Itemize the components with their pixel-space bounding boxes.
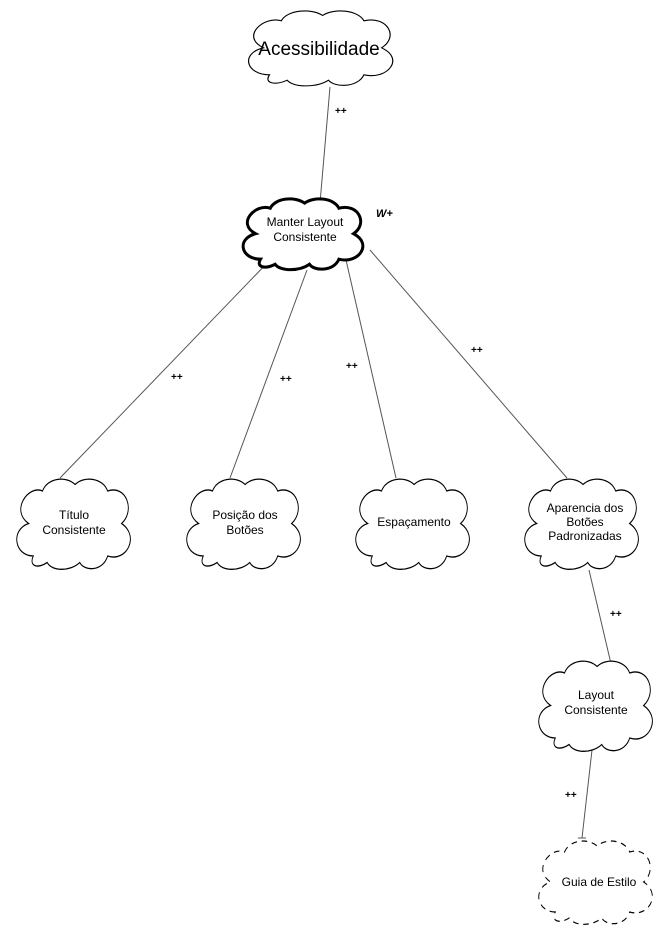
- node-layout-line1: Layout: [578, 688, 615, 702]
- node-manter-layout[interactable]: Manter Layout Consistente: [241, 197, 365, 272]
- node-aparencia-line1: Aparencia dos: [547, 501, 624, 515]
- node-manter-line2: Consistente: [273, 230, 337, 244]
- node-acessibilidade-text: Acessibilidade: [258, 39, 379, 60]
- node-manter-line1: Manter Layout: [267, 215, 344, 229]
- node-posicao[interactable]: Posição dos Botões: [186, 478, 302, 570]
- node-espacamento[interactable]: Espaçamento: [355, 478, 471, 570]
- edge-label-e2: ++: [171, 372, 183, 383]
- edge-label-e4: ++: [346, 361, 358, 372]
- node-espacamento-text: Espaçamento: [377, 515, 451, 529]
- edge-manter-espacamento: [345, 259, 397, 479]
- edge-label-e6: ++: [610, 609, 622, 620]
- node-layout[interactable]: Layout Consistente: [538, 660, 654, 752]
- node-guia[interactable]: Guia de Estilo: [538, 840, 653, 925]
- edge-manter-posicao: [229, 269, 308, 479]
- node-posicao-line1: Posição dos: [212, 508, 277, 522]
- node-aparencia-line3: Padronizadas: [548, 529, 621, 543]
- node-titulo[interactable]: Título Consistente: [16, 478, 132, 570]
- edge-manter-titulo: [59, 259, 271, 479]
- edge-label-e1: ++: [335, 106, 347, 117]
- node-posicao-line2: Botões: [226, 523, 263, 537]
- node-guia-text: Guia de Estilo: [562, 875, 637, 889]
- edge-acess-manter: [319, 86, 331, 204]
- edge-layout-guia: [581, 749, 593, 839]
- edge-label-e3: ++: [280, 374, 292, 385]
- node-titulo-line2: Consistente: [42, 523, 106, 537]
- edge-aparencia-layout: [588, 569, 613, 669]
- node-aparencia[interactable]: Aparencia dos Botões Padronizadas: [524, 478, 640, 570]
- node-aparencia-line2: Botões: [566, 515, 603, 529]
- edge-label-e5: ++: [471, 345, 483, 356]
- edge-manter-aparencia: [369, 249, 568, 479]
- node-acessibilidade[interactable]: Acessibilidade: [247, 10, 394, 87]
- contribution-wplus: W+: [376, 208, 393, 220]
- node-layout-line2: Consistente: [564, 703, 628, 717]
- edge-label-e7: ++: [565, 790, 577, 801]
- node-titulo-line1: Título: [59, 508, 89, 522]
